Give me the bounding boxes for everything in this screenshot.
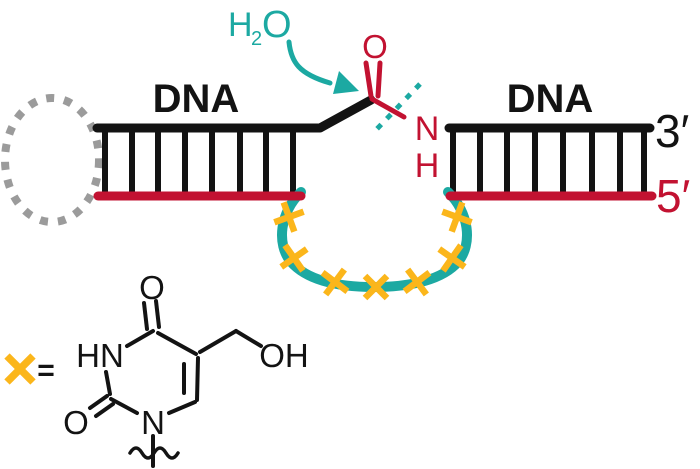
c4-o-double-bond-line — [154, 299, 161, 329]
carbonyl-double-bond-line — [375, 60, 383, 99]
c2-o-double-bond-line — [94, 402, 115, 418]
ring-left-o-label: O — [63, 404, 89, 441]
c4-o-double-bond-line — [142, 301, 149, 331]
amide-hydrogen-label: H — [415, 147, 440, 185]
x-cross-mark-icon — [402, 267, 432, 297]
c-n-bond — [369, 96, 407, 120]
x-cross-mark-icon — [437, 243, 467, 273]
three-prime-label: 3′ — [655, 105, 689, 157]
x-cross-mark-icon — [320, 267, 350, 297]
modified-strand-loop — [277, 187, 472, 293]
c4-n3-bond — [125, 329, 155, 348]
hairpin-dashed-loop — [1, 94, 103, 226]
x-cross-mark-icon — [441, 201, 473, 233]
left-duplex-top-strand — [92, 95, 376, 133]
water-attack-arrow — [286, 39, 333, 86]
c5-c4-bond — [156, 331, 198, 356]
loop-x-marks — [273, 201, 473, 301]
carbonyl-double-bond-line — [363, 60, 374, 99]
amide-nitrogen-label: N — [415, 110, 440, 148]
wavy-truncation-bond — [128, 446, 180, 460]
n1-c6-bond — [167, 400, 197, 415]
ring-top-o-label: O — [139, 269, 165, 306]
water-o-label: O — [262, 4, 292, 46]
c2-o-double-bond-line — [88, 394, 109, 410]
amide-oxygen-label: O — [362, 28, 388, 65]
c6-c5-bond — [195, 356, 200, 402]
n3-c2-bond — [104, 370, 112, 396]
left-duplex-rungs — [102, 130, 296, 194]
x-cross-mark-icon — [273, 201, 305, 233]
hydroxyl-oh-label: OH — [259, 337, 309, 374]
legend-equals-label: = — [37, 354, 55, 387]
ring-n-label: N — [141, 404, 165, 441]
base-structure-bonds — [88, 299, 263, 468]
left-dna-label: DNA — [153, 77, 240, 121]
cleavage-dashed-line — [373, 82, 422, 133]
five-prime-label: 5′ — [656, 170, 690, 222]
c5-ch2-bond — [198, 329, 238, 354]
arrowhead-icon — [333, 71, 359, 94]
right-dna-label: DNA — [507, 77, 594, 121]
legend-x-cross-mark-icon — [4, 353, 36, 385]
water-subscript-label: 2 — [251, 28, 262, 50]
c2-n1-bond — [109, 397, 139, 415]
ring-hn-label: HN — [76, 337, 124, 374]
x-cross-mark-icon — [362, 273, 390, 301]
amide-bonds — [363, 60, 407, 120]
water-h-label: H — [228, 6, 253, 44]
ch2-oh-bond — [234, 329, 263, 348]
right-duplex-rungs — [450, 130, 647, 194]
x-cross-mark-icon — [279, 243, 309, 273]
